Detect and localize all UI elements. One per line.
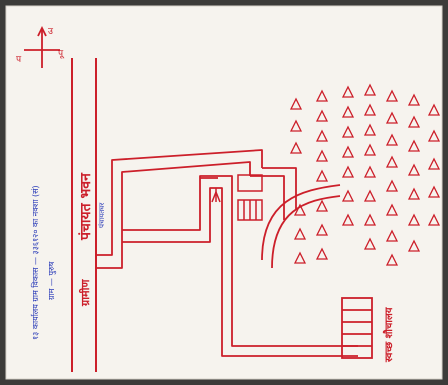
header-note: १३ कार्यालय ग्राम विकास — ३३६१२० का नक्श… (30, 185, 40, 340)
house-marker (407, 239, 421, 252)
toilet-label: स्वच्छ शौचालय (382, 306, 395, 363)
toilet-block (341, 297, 373, 359)
house-marker (385, 179, 399, 192)
house-marker (427, 129, 441, 142)
houses-cluster (289, 83, 441, 266)
house-marker (407, 213, 421, 226)
house-marker (341, 145, 355, 158)
house-marker (363, 143, 377, 156)
house-marker (289, 119, 303, 132)
house-marker (315, 223, 329, 236)
office-sub: पंचायतघर (98, 203, 106, 228)
house-marker (385, 133, 399, 146)
compass-north: उ (48, 27, 54, 37)
house-marker (341, 105, 355, 118)
house-marker (289, 97, 303, 110)
header-sub: ग्राम — पुरुष (47, 261, 57, 300)
house-marker (363, 237, 377, 250)
house-marker (407, 139, 421, 152)
building-block (237, 174, 263, 221)
house-marker (385, 253, 399, 266)
house-marker (427, 185, 441, 198)
compass-icon (24, 25, 60, 68)
house-marker (407, 187, 421, 200)
compass-west: प (16, 55, 22, 65)
house-marker (407, 93, 421, 106)
house-marker (341, 189, 355, 202)
house-marker (293, 251, 307, 264)
house-marker (427, 157, 441, 170)
house-marker (315, 89, 329, 102)
road-name: ग्रामीण (78, 279, 92, 307)
house-marker (385, 155, 399, 168)
house-marker (385, 111, 399, 124)
house-marker (385, 203, 399, 216)
main-road (71, 58, 97, 372)
house-marker (407, 163, 421, 176)
house-marker (315, 109, 329, 122)
house-marker (427, 103, 441, 116)
house-marker (363, 165, 377, 178)
house-marker (385, 89, 399, 102)
house-marker (315, 247, 329, 260)
house-marker (363, 83, 377, 96)
office-label: पंचायत भवन (78, 172, 94, 241)
house-marker (385, 229, 399, 242)
house-marker (407, 115, 421, 128)
house-marker (427, 213, 441, 226)
house-marker (315, 149, 329, 162)
house-marker (315, 199, 329, 212)
house-marker (363, 123, 377, 136)
house-marker (341, 85, 355, 98)
house-marker (363, 189, 377, 202)
house-marker (289, 141, 303, 154)
house-marker (293, 203, 307, 216)
compass-east: पू (58, 49, 65, 59)
house-marker (315, 169, 329, 182)
house-marker (363, 213, 377, 226)
house-marker (341, 165, 355, 178)
house-marker (293, 227, 307, 240)
house-marker (363, 103, 377, 116)
house-marker (315, 129, 329, 142)
house-marker (341, 213, 355, 226)
temple-icon (211, 188, 221, 203)
house-marker (341, 125, 355, 138)
